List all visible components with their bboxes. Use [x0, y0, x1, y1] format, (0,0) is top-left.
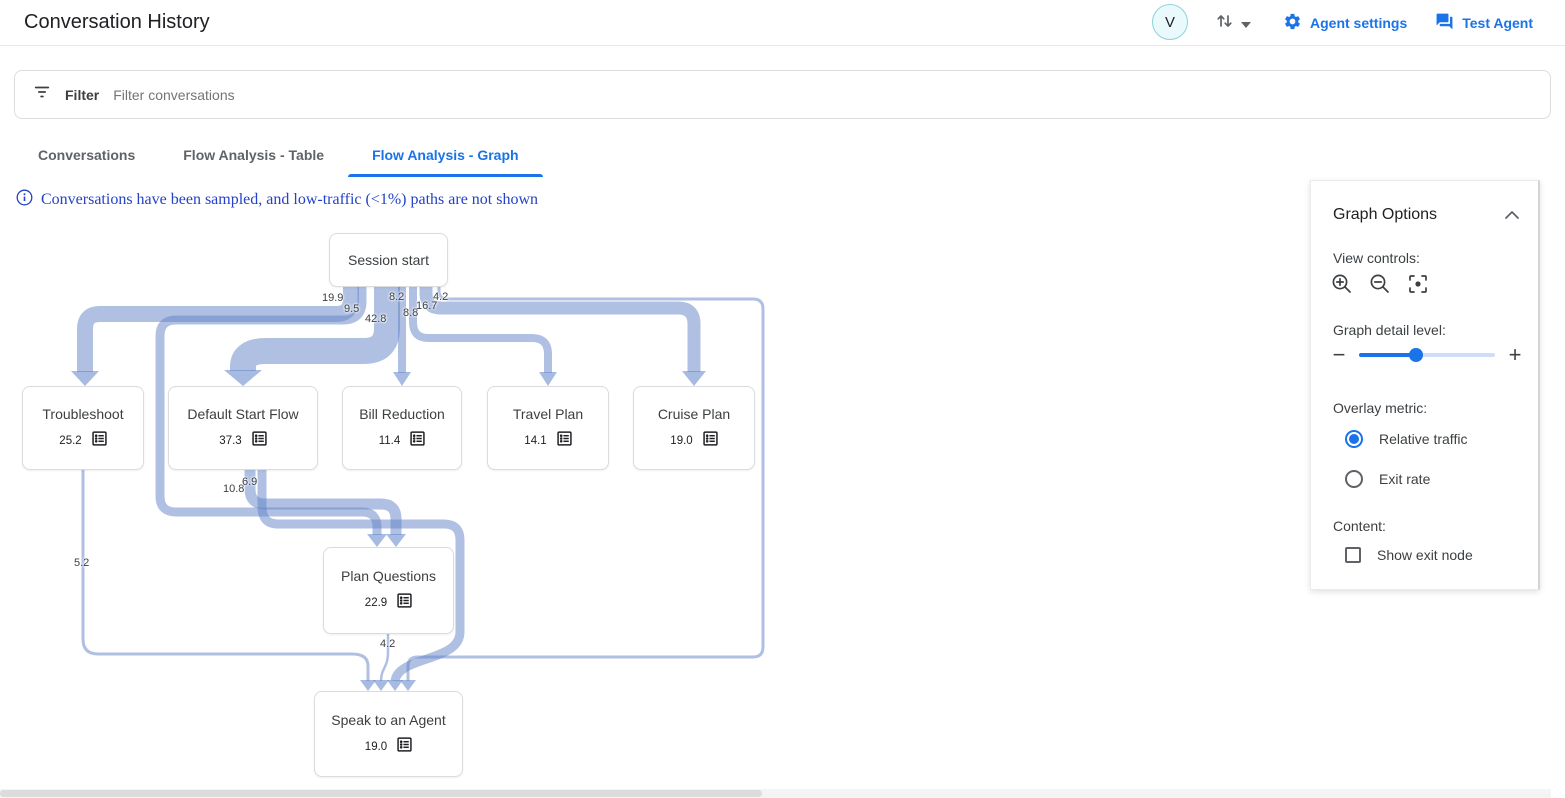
filter-conversations-input[interactable]: [113, 86, 714, 103]
zoom-in-icon[interactable]: [1331, 273, 1353, 300]
edge-label: 8.2: [389, 291, 405, 303]
tab-conversations[interactable]: Conversations: [38, 146, 136, 163]
test-agent-label: Test Agent: [1462, 15, 1534, 31]
slider-fill: [1359, 353, 1417, 357]
header-actions: Agent settings Test Agent: [1283, 0, 1533, 46]
overlay-metric-label: Overlay metric:: [1333, 400, 1428, 416]
graph-detail-slider[interactable]: [1359, 348, 1495, 362]
sort-control[interactable]: [1215, 11, 1251, 36]
edge-label: 9.5: [344, 303, 360, 315]
tab-bar: Conversations Flow Analysis - Table Flow…: [14, 132, 543, 177]
tab-flow-analysis-table[interactable]: Flow Analysis - Table: [183, 146, 325, 163]
edge-label: 19.9: [322, 292, 344, 304]
graph-options-panel: Graph Options View controls: Graph: [1310, 180, 1540, 590]
table-icon[interactable]: [557, 430, 572, 451]
node-label: Troubleshoot: [42, 405, 124, 422]
node-label: Default Start Flow: [187, 405, 299, 422]
edge-label: 6.9: [242, 476, 258, 488]
node-value: 14.1: [524, 434, 547, 447]
chevron-up-icon[interactable]: [1504, 207, 1520, 225]
minus-icon[interactable]: −: [1332, 342, 1346, 367]
chat-icon: [1435, 12, 1454, 34]
radio-exit-rate[interactable]: Exit rate: [1345, 470, 1430, 488]
table-icon[interactable]: [92, 430, 107, 451]
app-header: Conversation History V Agent settings: [0, 0, 1565, 46]
zoom-out-icon[interactable]: [1369, 273, 1391, 300]
node-value: 19.0: [670, 434, 693, 447]
checkbox-label: Show exit node: [1377, 547, 1473, 563]
checkbox-icon[interactable]: [1345, 547, 1361, 563]
table-icon[interactable]: [397, 593, 412, 613]
show-exit-node-checkbox-row[interactable]: Show exit node: [1345, 547, 1473, 563]
edge-label: 4.2: [380, 638, 396, 650]
agent-settings-label: Agent settings: [1310, 15, 1408, 31]
caret-down-icon: [1241, 15, 1251, 33]
filter-label: Filter: [65, 86, 100, 103]
graph-options-title: Graph Options: [1333, 206, 1438, 223]
content-label: Content:: [1333, 518, 1386, 534]
node-speak-to-an-agent[interactable]: Speak to an Agent 19.0: [314, 691, 463, 777]
node-troubleshoot[interactable]: Troubleshoot 25.2: [22, 386, 144, 470]
gear-icon: [1283, 12, 1302, 34]
node-value: 25.2: [59, 434, 82, 447]
table-icon[interactable]: [397, 736, 412, 757]
edge-label: 4.2: [433, 291, 449, 303]
node-label: Session start: [348, 252, 429, 268]
avatar[interactable]: V: [1152, 4, 1188, 40]
sampling-notice-text: Conversations have been sampled, and low…: [41, 191, 539, 208]
node-plan-questions[interactable]: Plan Questions 22.9: [323, 547, 454, 634]
graph-detail-label: Graph detail level:: [1333, 322, 1446, 338]
agent-settings-button[interactable]: Agent settings: [1283, 12, 1407, 34]
node-label: Cruise Plan: [657, 405, 731, 422]
radio-relative-traffic[interactable]: Relative traffic: [1345, 430, 1467, 448]
sampling-notice: Conversations have been sampled, and low…: [16, 189, 538, 211]
node-label: Plan Questions: [341, 568, 436, 584]
edge-label: 42.8: [365, 313, 387, 325]
info-icon: [16, 189, 33, 211]
node-travel-plan[interactable]: Travel Plan 14.1: [487, 386, 609, 470]
horizontal-scrollbar-thumb[interactable]: [0, 790, 762, 797]
node-label: Speak to an Agent: [331, 711, 446, 728]
node-value: 19.0: [364, 740, 388, 753]
radio-unselected-icon: [1345, 470, 1363, 488]
radio-label: Exit rate: [1379, 471, 1431, 487]
avatar-initial: V: [1164, 13, 1175, 31]
test-agent-button[interactable]: Test Agent: [1435, 12, 1533, 34]
table-icon[interactable]: [252, 430, 267, 451]
view-controls-label: View controls:: [1333, 250, 1420, 266]
edge-label: 5.2: [74, 557, 90, 569]
node-bill-reduction[interactable]: Bill Reduction 11.4: [342, 386, 462, 470]
node-value: 22.9: [364, 597, 388, 609]
center-focus-icon[interactable]: [1407, 273, 1429, 300]
filter-bar[interactable]: Filter: [14, 70, 1551, 119]
node-label: Travel Plan: [512, 405, 584, 422]
node-value: 11.4: [378, 434, 401, 447]
radio-selected-icon: [1345, 430, 1363, 448]
sort-arrows-icon: [1215, 11, 1235, 36]
page-title: Conversation History: [24, 11, 210, 33]
filter-icon: [33, 83, 51, 106]
node-label: Bill Reduction: [359, 405, 445, 422]
table-icon[interactable]: [703, 430, 718, 451]
table-icon[interactable]: [410, 430, 425, 451]
node-value: 37.3: [219, 434, 242, 447]
node-session-start[interactable]: Session start: [329, 233, 448, 287]
radio-label: Relative traffic: [1379, 431, 1468, 447]
slider-thumb[interactable]: [1409, 348, 1424, 362]
plus-icon[interactable]: +: [1508, 342, 1522, 367]
node-cruise-plan[interactable]: Cruise Plan 19.0: [633, 386, 755, 470]
horizontal-scrollbar[interactable]: [0, 789, 1551, 798]
tab-flow-analysis-graph[interactable]: Flow Analysis - Graph: [348, 132, 543, 177]
node-default-start-flow[interactable]: Default Start Flow 37.3: [168, 386, 318, 470]
